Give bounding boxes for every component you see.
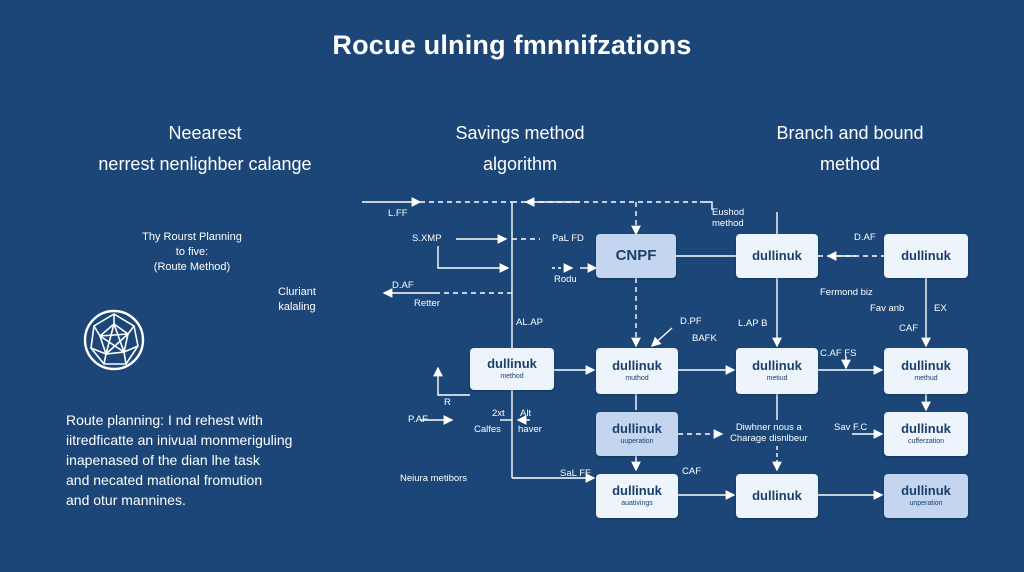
label-fav-anb: Fav anb: [870, 303, 905, 314]
label-salff: SaL FF: [560, 468, 591, 479]
label-cafs: C.AF FS: [820, 348, 857, 359]
column-heading-nearest: Neearest nerrest nenlighber calange: [60, 118, 350, 180]
label-retter: Retter: [414, 298, 440, 309]
node-title: dullinuk: [901, 421, 951, 436]
label-rodu: Rodu: [554, 274, 577, 285]
column-heading-line1: Neearest: [168, 123, 242, 143]
node-title: dullinuk: [901, 358, 951, 373]
label-daf-right: D.AF: [854, 232, 876, 243]
node-subtitle: auativings: [621, 500, 653, 507]
node-subtitle: cufferzation: [907, 438, 945, 445]
cluriant-line1: Cluriant: [278, 286, 316, 298]
node-bottom-3[interactable]: dullinuk unperation: [884, 474, 968, 518]
label-dpf: D.PF: [680, 316, 702, 327]
label-r: R: [444, 397, 451, 408]
label-lap-b: L.AP B: [738, 318, 768, 329]
arrow-sxmp-down: [437, 246, 510, 273]
label-alt: Alt: [520, 408, 532, 419]
label-paf: P.AF: [408, 414, 428, 425]
description-line: iitredficatte an inivual monmeriguling: [66, 432, 293, 448]
label-eushod: Eushod method: [712, 207, 744, 229]
node-subtitle: method: [500, 373, 524, 380]
column-heading-line2: algorithm: [482, 154, 558, 174]
column-heading-branch-bound: Branch and bound method: [730, 118, 970, 180]
node-title: dullinuk: [901, 483, 951, 498]
cluriant-note: Cluriant kalaling: [262, 285, 332, 315]
node-title: CNPF: [615, 247, 657, 264]
node-bottom-2[interactable]: dullinuk: [736, 474, 818, 518]
label-palfd: PaL FD: [552, 233, 584, 244]
label-daf-left: D.AF: [392, 280, 414, 291]
node-branch-top-right[interactable]: dullinuk: [884, 234, 968, 278]
node-title: dullinuk: [612, 358, 662, 373]
line-eushod: [700, 201, 713, 210]
node-title: dullinuk: [612, 421, 662, 436]
label-savfc: Sav F.C: [834, 422, 868, 433]
label-diwhner-line2: Charage disnlbeur: [730, 433, 808, 444]
node-operation-2[interactable]: dullinuk cufferzation: [884, 412, 968, 456]
label-caf-right: CAF: [899, 323, 918, 334]
node-subtitle: methud: [914, 375, 938, 382]
label-caf-mid: CAF: [682, 466, 701, 477]
node-method-3[interactable]: dullinuk metiud: [736, 348, 818, 394]
column-heading-line1: Savings method: [455, 123, 585, 143]
label-fermond: Fermond biz: [820, 287, 873, 298]
description-line: inapenased of the dian lhe task: [66, 452, 260, 468]
node-method-2[interactable]: dullinuk muthod: [596, 348, 678, 394]
label-calfes: Calfes: [474, 424, 501, 435]
label-ex: EX: [934, 303, 947, 314]
label-haver: haver: [518, 424, 542, 435]
arrow-r-feedback: [433, 366, 470, 396]
label-alap: AL.AP: [516, 317, 543, 328]
node-bottom-1[interactable]: dullinuk auativings: [596, 474, 678, 518]
column-heading-line1: Branch and bound: [776, 123, 924, 143]
node-cnpf[interactable]: CNPF: [596, 234, 676, 278]
node-operation-1[interactable]: dullinuk uuperation: [596, 412, 678, 456]
network-globe-icon: [83, 309, 145, 371]
description-line: and necated mational fromution: [66, 472, 263, 488]
label-bafk: BAFK: [692, 333, 717, 344]
node-subtitle: metiud: [766, 375, 788, 382]
node-title: dullinuk: [487, 356, 537, 371]
node-subtitle: muthod: [625, 375, 649, 382]
label-neiura: Neiura metibors: [400, 473, 468, 484]
label-sxmp: S.XMP: [412, 233, 442, 244]
node-title: dullinuk: [752, 248, 802, 263]
label-2xt: 2xt: [492, 408, 505, 419]
node-method-1[interactable]: dullinuk method: [470, 348, 554, 390]
description-paragraph: Route planning: I nd rehest with iitredf…: [66, 410, 346, 510]
route-planning-line1: Thy Rourst Planning: [142, 231, 242, 243]
node-subtitle: unperation: [909, 500, 943, 507]
column-heading-line2: method: [819, 154, 881, 174]
route-planning-line2: to five:: [175, 246, 209, 258]
node-title: dullinuk: [612, 483, 662, 498]
node-title: dullinuk: [901, 248, 951, 263]
node-subtitle: uuperation: [620, 438, 654, 445]
description-line: Route planning: I nd rehest with: [66, 412, 263, 428]
node-branch-top[interactable]: dullinuk: [736, 234, 818, 278]
cluriant-line2: kalaling: [278, 301, 316, 313]
route-planning-line3: (Route Method): [153, 261, 231, 273]
node-method-4[interactable]: dullinuk methud: [884, 348, 968, 394]
page-title: Rocue ulning fmnnifzations: [332, 30, 692, 60]
label-eushod-line1: Eushod: [712, 207, 745, 218]
label-eushod-line2: method: [712, 218, 744, 229]
column-heading-savings: Savings method algorithm: [400, 118, 640, 180]
label-diwhner: Diwhner nous a Charage disnlbeur: [730, 422, 808, 444]
label-lff: L.FF: [388, 208, 408, 219]
column-heading-line2: nerrest nenlighber calange: [98, 154, 312, 174]
node-title: dullinuk: [752, 488, 802, 503]
arrow-dpf: [650, 327, 673, 347]
label-diwhner-line1: Diwhner nous a: [735, 422, 802, 433]
node-title: dullinuk: [752, 358, 802, 373]
description-line: and otur mannines.: [66, 492, 186, 508]
route-planning-note: Thy Rourst Planning to five: (Route Meth…: [112, 230, 272, 275]
